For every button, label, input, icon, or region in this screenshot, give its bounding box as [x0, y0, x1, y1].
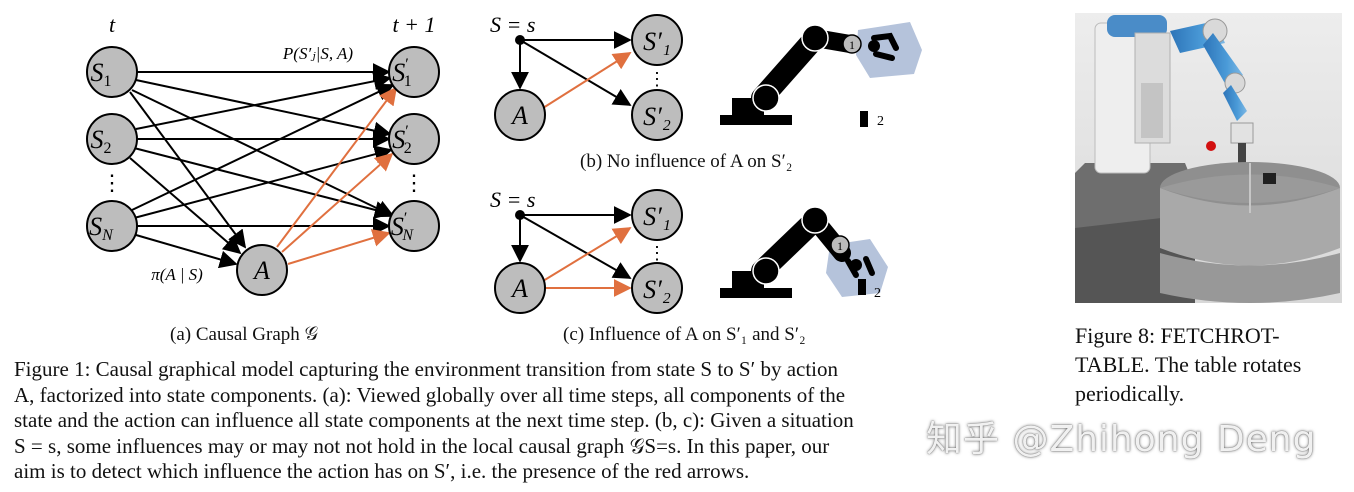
node-s2-next-c	[631, 262, 683, 314]
time-t1-label: t + 1	[393, 12, 436, 37]
robot-marker-1-c: 1	[837, 239, 843, 253]
vdots-c: ⋮	[648, 243, 666, 263]
local-graph-c: S = s A S′₁ S′₂ ⋮ 1 2	[490, 187, 888, 314]
node-s1-next-c-label: S′₁	[643, 202, 671, 231]
action-edges	[276, 86, 398, 265]
node-sn	[86, 200, 138, 252]
figure8-caption: Figure 8: FETCHROT- TABLE. The table rot…	[1075, 321, 1345, 408]
node-s1-next-b	[631, 14, 683, 66]
object-b	[860, 111, 868, 127]
time-t-label: t	[109, 12, 116, 37]
watermark: 知乎 @Zhihong Deng	[926, 419, 1317, 460]
node-s2-next-label: S′2	[392, 123, 412, 157]
figure8-caption-line: TABLE. The table rotates	[1075, 352, 1302, 377]
node-sn-next	[388, 200, 440, 252]
figure1-caption-line: A, factorized into state components. (a)…	[14, 382, 846, 407]
robot-marker-2-b: 2	[877, 114, 884, 129]
node-action-b-label: A	[510, 101, 528, 130]
vdots-b: ⋮	[648, 69, 666, 89]
node-s1-next-c	[631, 189, 683, 241]
figure1-caption-line: state and the action can influence all s…	[14, 408, 854, 432]
figure1-caption-line: Figure 1: Causal graphical model capturi…	[14, 357, 839, 381]
object-c	[858, 279, 866, 295]
figure8-caption-line: periodically.	[1075, 381, 1185, 406]
vdots-left: ⋮	[101, 170, 123, 195]
state-label-b: S = s	[490, 12, 535, 37]
vdots-right: ⋮	[403, 170, 425, 195]
caption-b: (b) No influence of A on S′₂	[580, 151, 793, 172]
target-region-b	[856, 22, 922, 78]
node-action-b	[494, 89, 546, 141]
figure1-caption-line: S = s, some influences may or may not no…	[14, 433, 830, 458]
node-sn-next-label: S′N	[391, 210, 415, 244]
figure8-caption-line: Figure 8: FETCHROT-	[1075, 323, 1280, 348]
node-s1-next	[388, 46, 440, 98]
transition-edges	[129, 63, 395, 269]
node-action-c-label: A	[510, 274, 528, 303]
node-action-label: A	[252, 256, 270, 285]
node-action	[236, 244, 288, 296]
node-s2-next-c-label: S′₂	[643, 275, 671, 304]
caption-c: (c) Influence of A on S′₁ and S′₂	[563, 324, 806, 345]
fetch-robot-render	[1075, 13, 1342, 303]
node-s2-label: S2	[91, 125, 112, 157]
node-s2-next-b	[631, 89, 683, 141]
node-s1-next-b-label: S′₁	[643, 27, 671, 56]
node-s2-next-b-label: S′₂	[643, 102, 671, 131]
node-s1	[86, 46, 138, 98]
node-s2-next	[388, 113, 440, 165]
local-graph-b: S = s A S′₁ S′₂ ⋮ 1 2	[490, 12, 922, 141]
state-label-c: S = s	[490, 187, 535, 212]
transition-label: P(S′ⱼ|S, A)	[282, 44, 354, 63]
policy-label: π(A | S)	[151, 265, 203, 284]
node-s1-next-label: S′1	[392, 56, 412, 90]
robot-marker-1-b: 1	[849, 38, 855, 52]
robot-arm-illustration-b: 1 2	[720, 22, 922, 129]
node-action-c	[494, 262, 546, 314]
robot-marker-2-c: 2	[874, 286, 881, 301]
figure1-caption-line: aim is to detect which influence the act…	[14, 459, 750, 483]
node-s1-label: S1	[91, 58, 112, 90]
robot-arm-illustration-c: 1 2	[720, 206, 888, 301]
node-s2	[86, 113, 138, 165]
causal-graph-a: t t + 1 S1 S2 SN S′1 S′2 S′N A ⋮ ⋮ P(S′ⱼ…	[86, 12, 440, 296]
figure1-caption: Figure 1: Causal graphical model capturi…	[14, 357, 994, 485]
caption-a: (a) Causal Graph 𝒢	[170, 324, 319, 345]
node-sn-label: SN	[89, 212, 114, 244]
